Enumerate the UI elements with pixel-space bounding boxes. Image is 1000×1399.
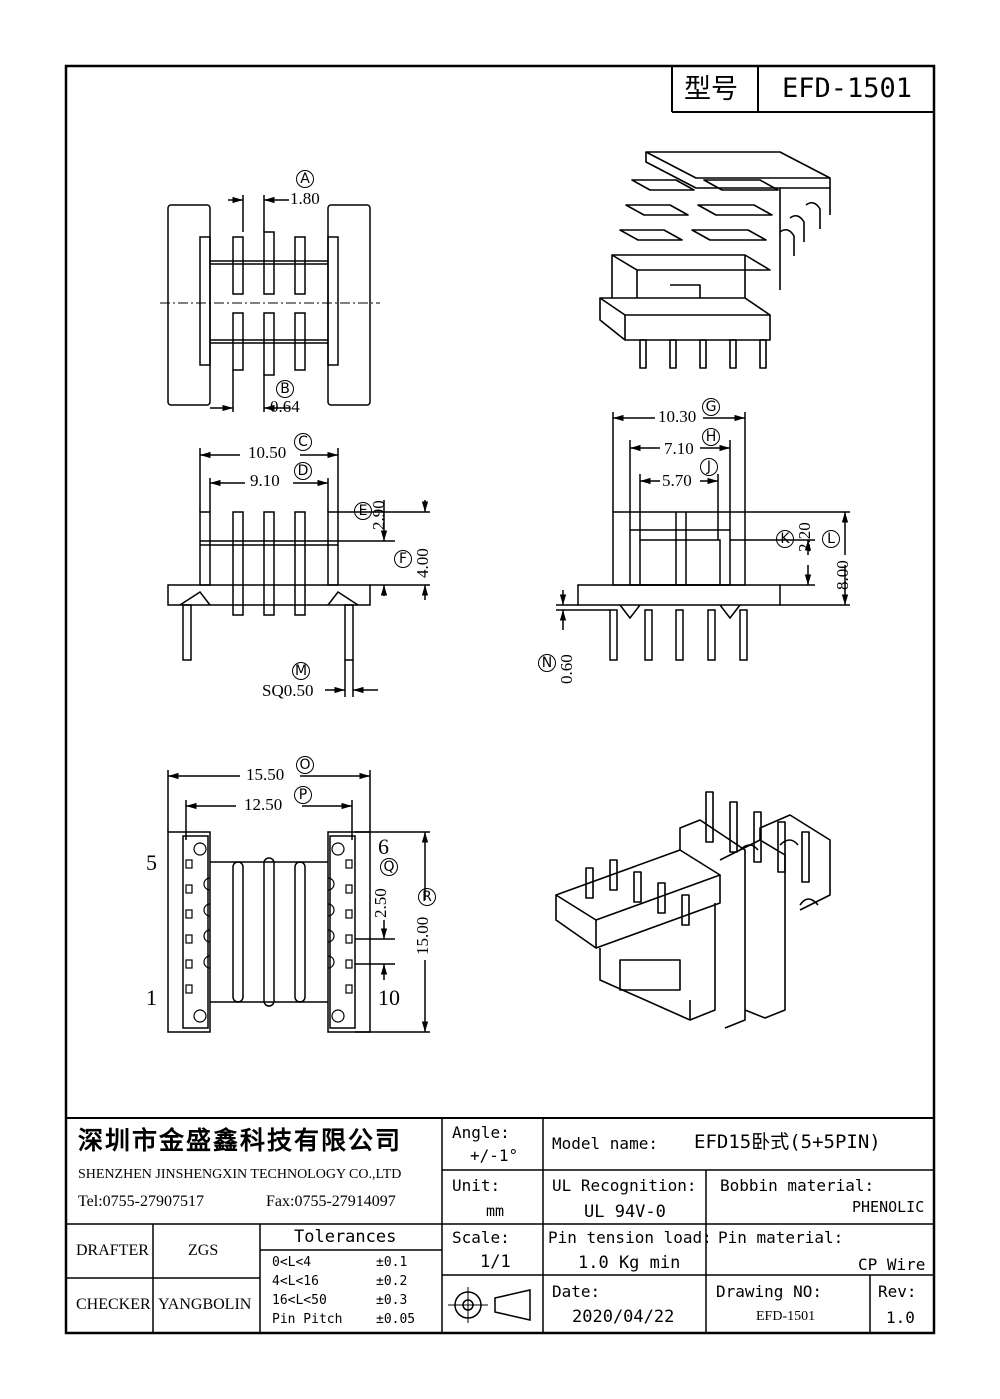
dim-letter-h: H (702, 428, 720, 446)
dim-letter-e: E (354, 502, 372, 520)
dim-value-k: 2.20 (795, 522, 814, 552)
date-label: Date: (552, 1282, 601, 1301)
drafter-value: ZGS (188, 1242, 219, 1259)
view-top (160, 195, 380, 412)
ul-recognition-value: UL 94V-0 (584, 1202, 666, 1222)
pin-tension-value: 1.0 Kg min (578, 1253, 681, 1273)
model-name-label: Model name: (552, 1134, 658, 1153)
pin-number-6: 6 (378, 834, 389, 859)
iso-view-bottom (555, 791, 831, 1029)
dim-letter-l: L (822, 530, 840, 548)
model-box-label: 型号 (684, 74, 738, 105)
dim-value-h: 7.10 (664, 439, 694, 458)
checker-label: CHECKER (76, 1296, 151, 1313)
dim-value-r: 15.00 (413, 916, 432, 955)
dim-letter-g: G (702, 398, 720, 416)
model-name-value: EFD15卧式(5+5PIN) (694, 1131, 881, 1153)
unit-label: Unit: (452, 1176, 501, 1195)
drawing-no-label: Drawing NO: (716, 1282, 822, 1301)
company-name-cn: 深圳市金盛鑫科技有限公司 (78, 1126, 403, 1155)
dim-value-e: 2.90 (369, 500, 388, 530)
tolerance-range: 4<L<16 (272, 1274, 319, 1289)
checker-value: YANGBOLIN (158, 1296, 252, 1313)
model-box (671, 66, 934, 113)
tolerance-range: 16<L<50 (272, 1293, 327, 1308)
dim-value-o: 15.50 (246, 765, 285, 784)
ul-recognition-label: UL Recognition: (552, 1176, 697, 1195)
bobbin-material-value: PHENOLIC (852, 1198, 925, 1216)
pin-material-label: Pin material: (718, 1228, 844, 1247)
company-name-en: SHENZHEN JINSHENGXIN TECHNOLOGY CO.,LTD (78, 1167, 402, 1182)
dim-letter-f: F (394, 550, 412, 568)
unit-value: mm (486, 1202, 505, 1220)
model-box-value: EFD-1501 (782, 73, 913, 104)
pin-number-1: 1 (146, 985, 157, 1010)
angle-label: Angle: (452, 1123, 510, 1142)
dim-value-c: 10.50 (248, 443, 287, 462)
dim-value-g: 10.30 (658, 407, 697, 426)
dim-letter-q: Q (380, 858, 398, 876)
drafter-label: DRAFTER (76, 1242, 149, 1259)
dim-letter-b: B (276, 380, 294, 398)
pin-material-value: CP Wire (858, 1255, 926, 1274)
dim-letter-k: K (776, 530, 794, 548)
dim-letter-m: M (292, 662, 310, 680)
dim-value-q: 2.50 (371, 888, 390, 918)
dim-letter-p: P (294, 786, 312, 804)
dim-value-d: 9.10 (250, 471, 280, 490)
company-tel: Tel:0755-27907517 (78, 1193, 204, 1210)
tolerance-range: 0<L<4 (272, 1255, 312, 1270)
dim-value-a: 1.80 (290, 189, 320, 208)
dim-letter-n: N (538, 654, 556, 672)
pin-number-5: 5 (146, 850, 157, 875)
iso-view-top (599, 151, 831, 369)
dim-letter-r: R (418, 888, 436, 906)
dim-value-l: 8.00 (833, 560, 852, 590)
scale-value: 1/1 (480, 1252, 511, 1272)
rev-label: Rev: (878, 1282, 917, 1301)
view-side (556, 412, 850, 661)
drawing-no-value: EFD-1501 (756, 1309, 816, 1324)
dim-letter-o: O (296, 756, 314, 774)
tolerance-value: ±0.1 (376, 1255, 408, 1270)
dim-value-p: 12.50 (244, 795, 283, 814)
dim-letter-c: C (294, 433, 312, 451)
tolerance-range: Pin Pitch (272, 1312, 343, 1327)
view-front (167, 448, 430, 697)
pin-number-10: 10 (378, 985, 400, 1010)
dim-value-n: 0.60 (557, 654, 576, 684)
dim-letter-a: A (296, 170, 314, 188)
rev-value: 1.0 (886, 1308, 915, 1327)
tolerances-title: Tolerances (294, 1227, 397, 1247)
angle-value: +/-1° (470, 1146, 519, 1165)
view-bottom (167, 770, 430, 1033)
bobbin-material-label: Bobbin material: (720, 1176, 875, 1195)
dim-letter-j: J (700, 458, 718, 476)
sheet-border (64, 64, 936, 1335)
tolerance-value: ±0.2 (376, 1274, 408, 1289)
company-fax: Fax:0755-27914097 (266, 1193, 396, 1210)
dim-letter-d: D (294, 462, 312, 480)
tolerance-value: ±0.3 (376, 1293, 408, 1308)
dim-value-b: 0.64 (270, 397, 300, 416)
scale-label: Scale: (452, 1228, 510, 1247)
dim-value-f: 4.00 (413, 548, 432, 578)
tolerance-value: ±0.05 (376, 1312, 416, 1327)
pin-tension-label: Pin tension load: (548, 1228, 712, 1247)
dim-value-m: SQ0.50 (262, 681, 314, 700)
date-value: 2020/04/22 (572, 1307, 675, 1327)
title-block-grid (66, 1117, 934, 1333)
dim-value-j: 5.70 (662, 471, 692, 490)
